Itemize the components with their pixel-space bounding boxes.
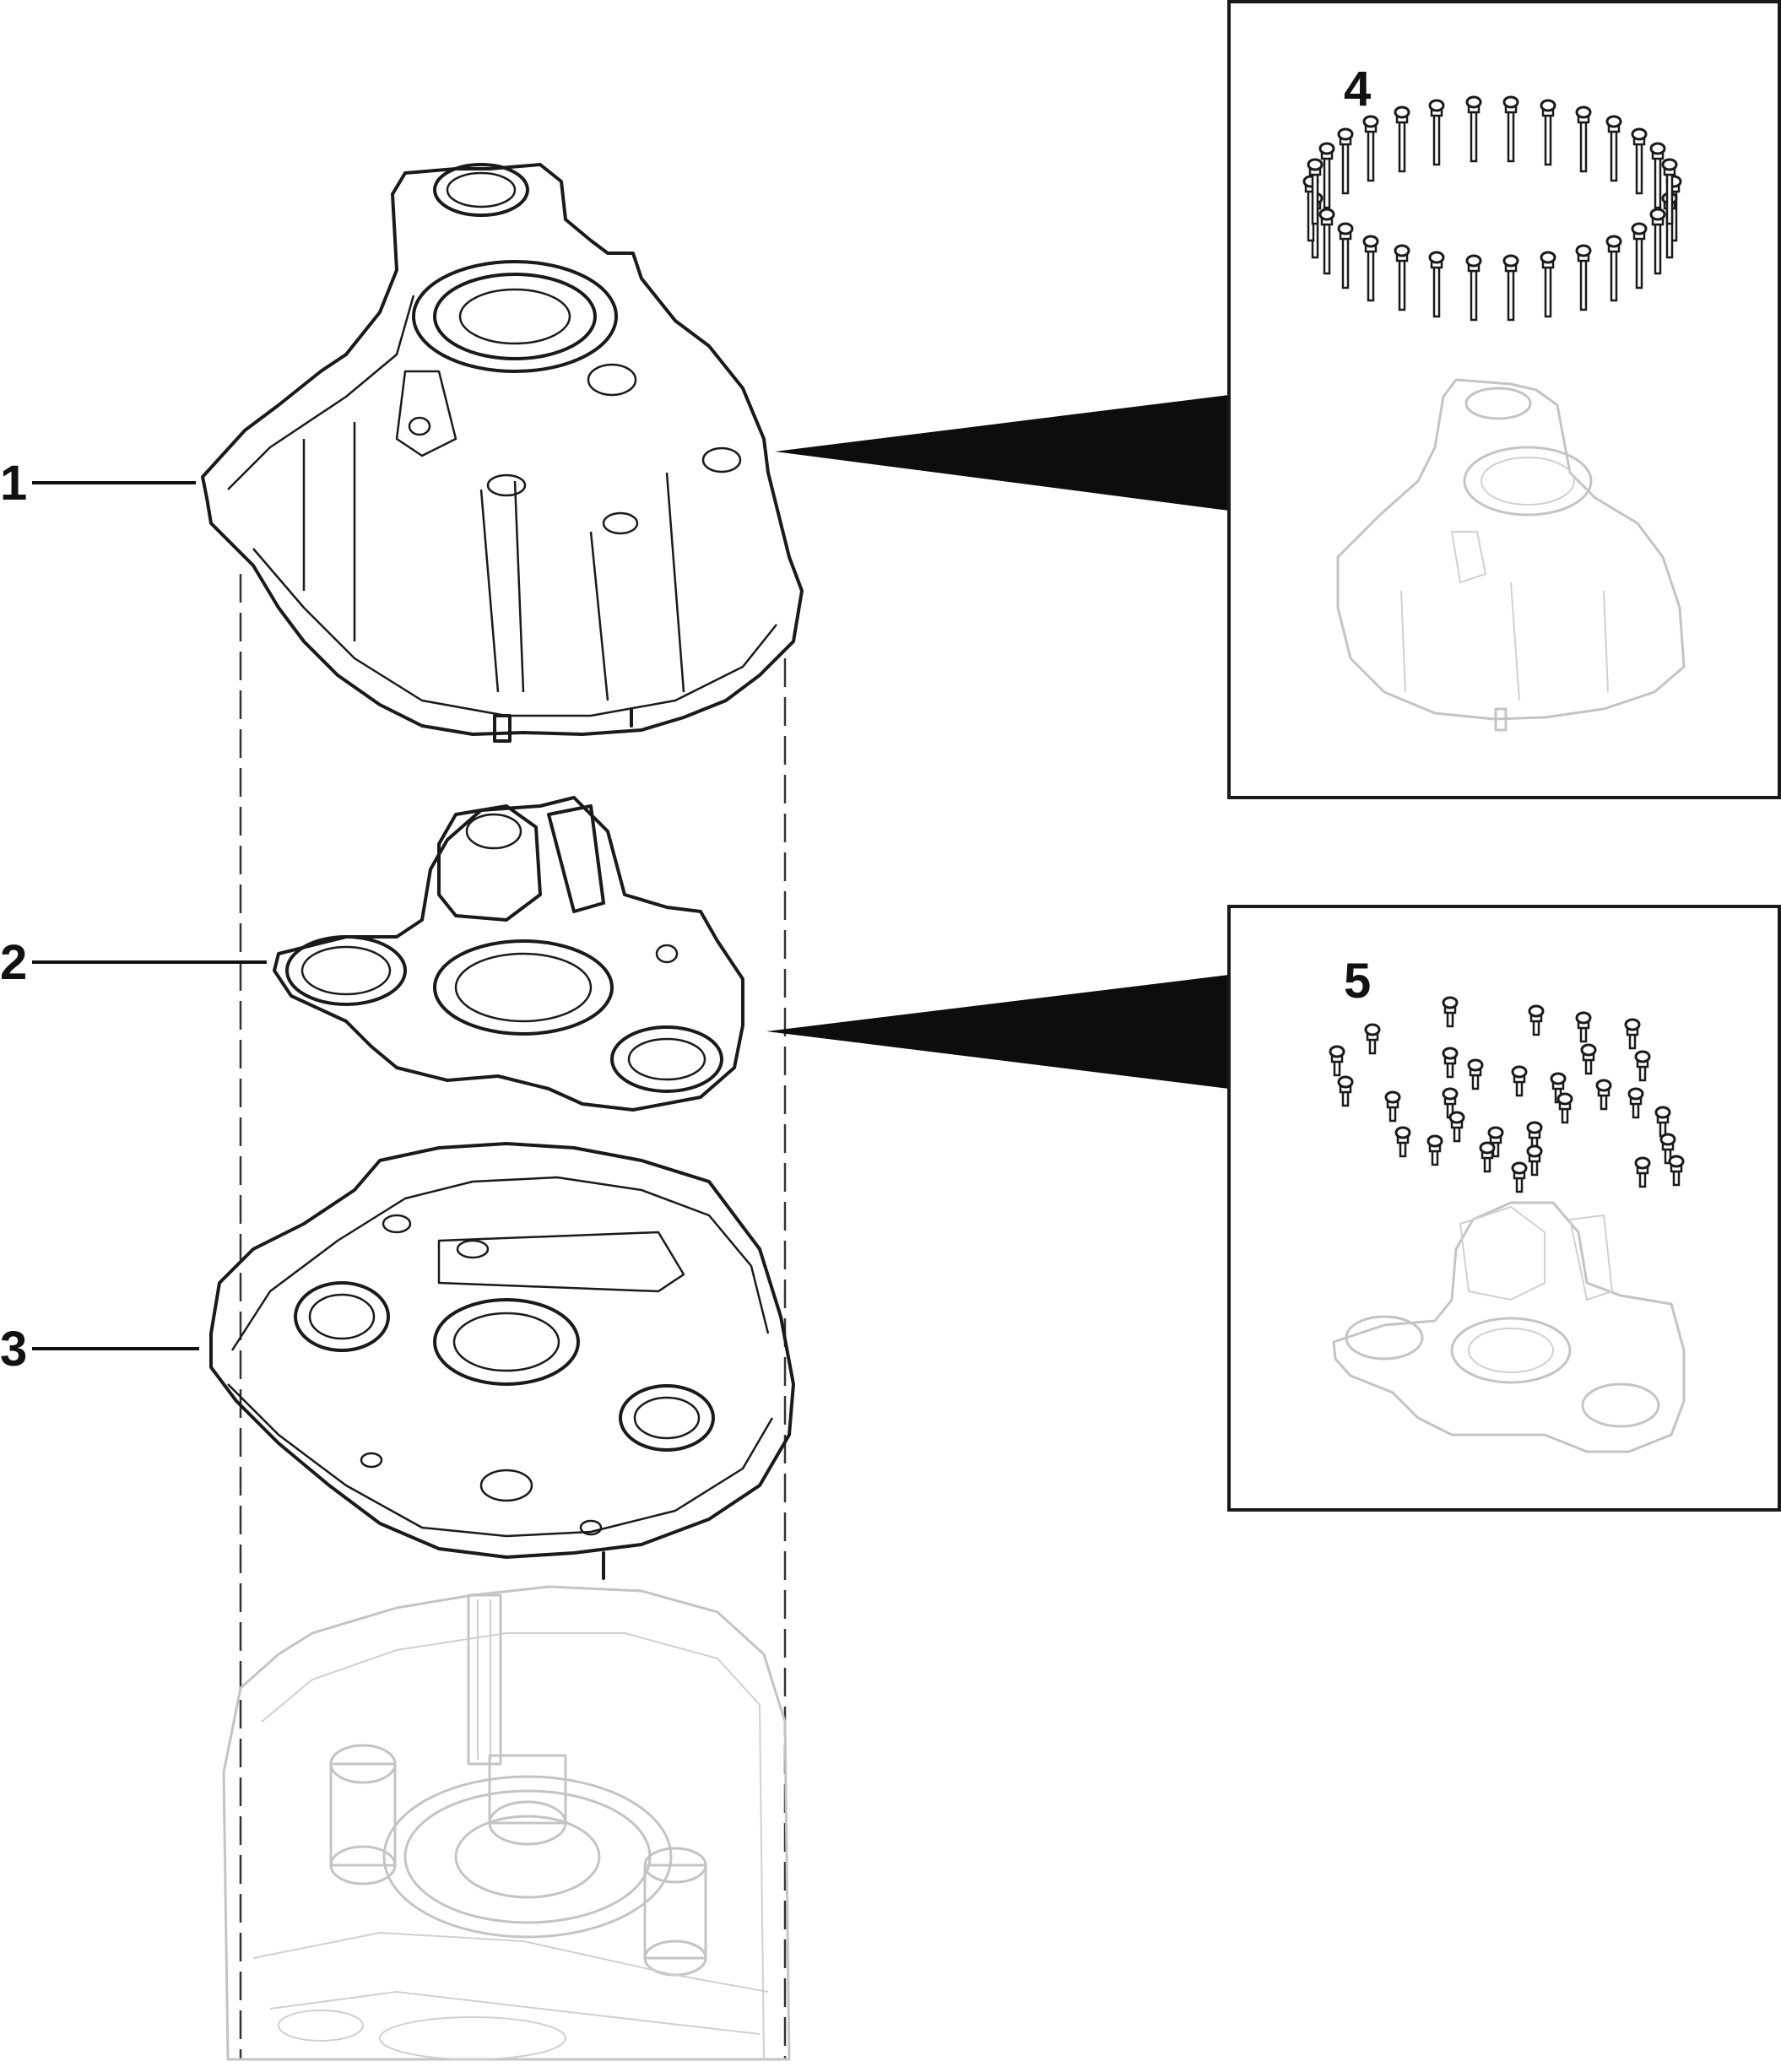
- bolt-icon: [1661, 158, 1678, 225]
- bolt-icon: [1318, 208, 1335, 275]
- callout-label: 3: [0, 1322, 27, 1377]
- bolt-icon: [1627, 1087, 1644, 1119]
- callout-group-3: 3: [0, 1322, 199, 1377]
- ghost-housing: [1336, 378, 1686, 732]
- bolt-icon: [1540, 251, 1556, 318]
- short-bolt-set: [1329, 996, 1685, 1193]
- callout-label: 1: [0, 456, 27, 511]
- bolt-icon: [1318, 142, 1335, 209]
- pointer-wedge-2: [766, 975, 1229, 1089]
- bolt-icon: [1605, 115, 1622, 182]
- detail-frame-border: [1227, 0, 1781, 799]
- bolt-icon: [1364, 1023, 1381, 1055]
- bolt-icon: [1479, 1141, 1496, 1173]
- bolt-icon: [1668, 1155, 1685, 1187]
- detail-frame-5: 5: [1227, 905, 1781, 1512]
- bolt-icon: [1595, 1079, 1612, 1111]
- bolt-icon: [1502, 254, 1519, 322]
- bolt-icon: [1362, 235, 1379, 302]
- bolt-icon: [1394, 244, 1410, 311]
- bolt-icon: [1428, 251, 1445, 318]
- bolt-icon: [1605, 235, 1622, 302]
- callout-label: 4: [1344, 62, 1371, 116]
- bolt-icon: [1394, 105, 1410, 173]
- bolt-icon: [1575, 1011, 1592, 1043]
- bolt-icon: [1580, 1043, 1597, 1075]
- bolt-icon: [1337, 222, 1354, 289]
- bolt-icon: [1631, 222, 1648, 289]
- bolt-icon: [1659, 1133, 1676, 1165]
- ghost-plate: [1332, 1201, 1686, 1453]
- bolt-icon: [1442, 1047, 1459, 1079]
- bolt-icon: [1428, 99, 1445, 166]
- callout-label: 2: [0, 935, 27, 990]
- bolt-icon: [1384, 1090, 1401, 1123]
- callout-label: 5: [1344, 954, 1371, 1009]
- bolt-icon: [1426, 1134, 1443, 1166]
- bolt-icon: [1528, 1004, 1545, 1036]
- bolt-icon: [1337, 1075, 1354, 1107]
- detail-frame-border: [1227, 905, 1781, 1512]
- pointer-wedge-1: [775, 395, 1229, 511]
- bolt-icon: [1329, 1045, 1345, 1077]
- bolt-icon: [1634, 1050, 1651, 1082]
- callout-group-1: 1: [0, 456, 196, 511]
- bolt-icon: [1649, 142, 1666, 209]
- bolt-icon: [1465, 95, 1482, 163]
- bolt-icon: [1631, 127, 1648, 195]
- ghost-gearbox: [222, 1585, 791, 2061]
- bolt-icon: [1467, 1058, 1484, 1090]
- bolt-icon: [1307, 158, 1324, 225]
- bolt-icon: [1511, 1161, 1528, 1193]
- part-plate: [273, 796, 744, 1112]
- bolt-icon: [1502, 95, 1519, 163]
- bolt-icon: [1634, 1156, 1651, 1188]
- bolt-icon: [1526, 1144, 1543, 1177]
- callout-group-2: 2: [0, 935, 267, 990]
- bolt-icon: [1394, 1126, 1411, 1158]
- part-cover: [209, 1142, 795, 1580]
- part-housing: [201, 163, 804, 743]
- alignment-lines: [239, 574, 787, 2059]
- bolt-icon: [1540, 99, 1556, 166]
- bolt-icon: [1556, 1092, 1573, 1124]
- bolt-icon: [1362, 115, 1379, 182]
- bolt-icon: [1649, 208, 1666, 275]
- bolt-icon: [1442, 996, 1459, 1028]
- bolt-icon: [1624, 1018, 1641, 1050]
- bolt-icon: [1575, 244, 1592, 311]
- detail-frame-4: 4: [1227, 0, 1781, 799]
- bolt-icon: [1511, 1065, 1528, 1097]
- bolt-icon: [1337, 127, 1354, 195]
- bolt-icon: [1465, 254, 1482, 322]
- long-bolt-set: [1302, 95, 1682, 322]
- bolt-icon: [1448, 1111, 1465, 1143]
- bolt-icon: [1575, 105, 1592, 173]
